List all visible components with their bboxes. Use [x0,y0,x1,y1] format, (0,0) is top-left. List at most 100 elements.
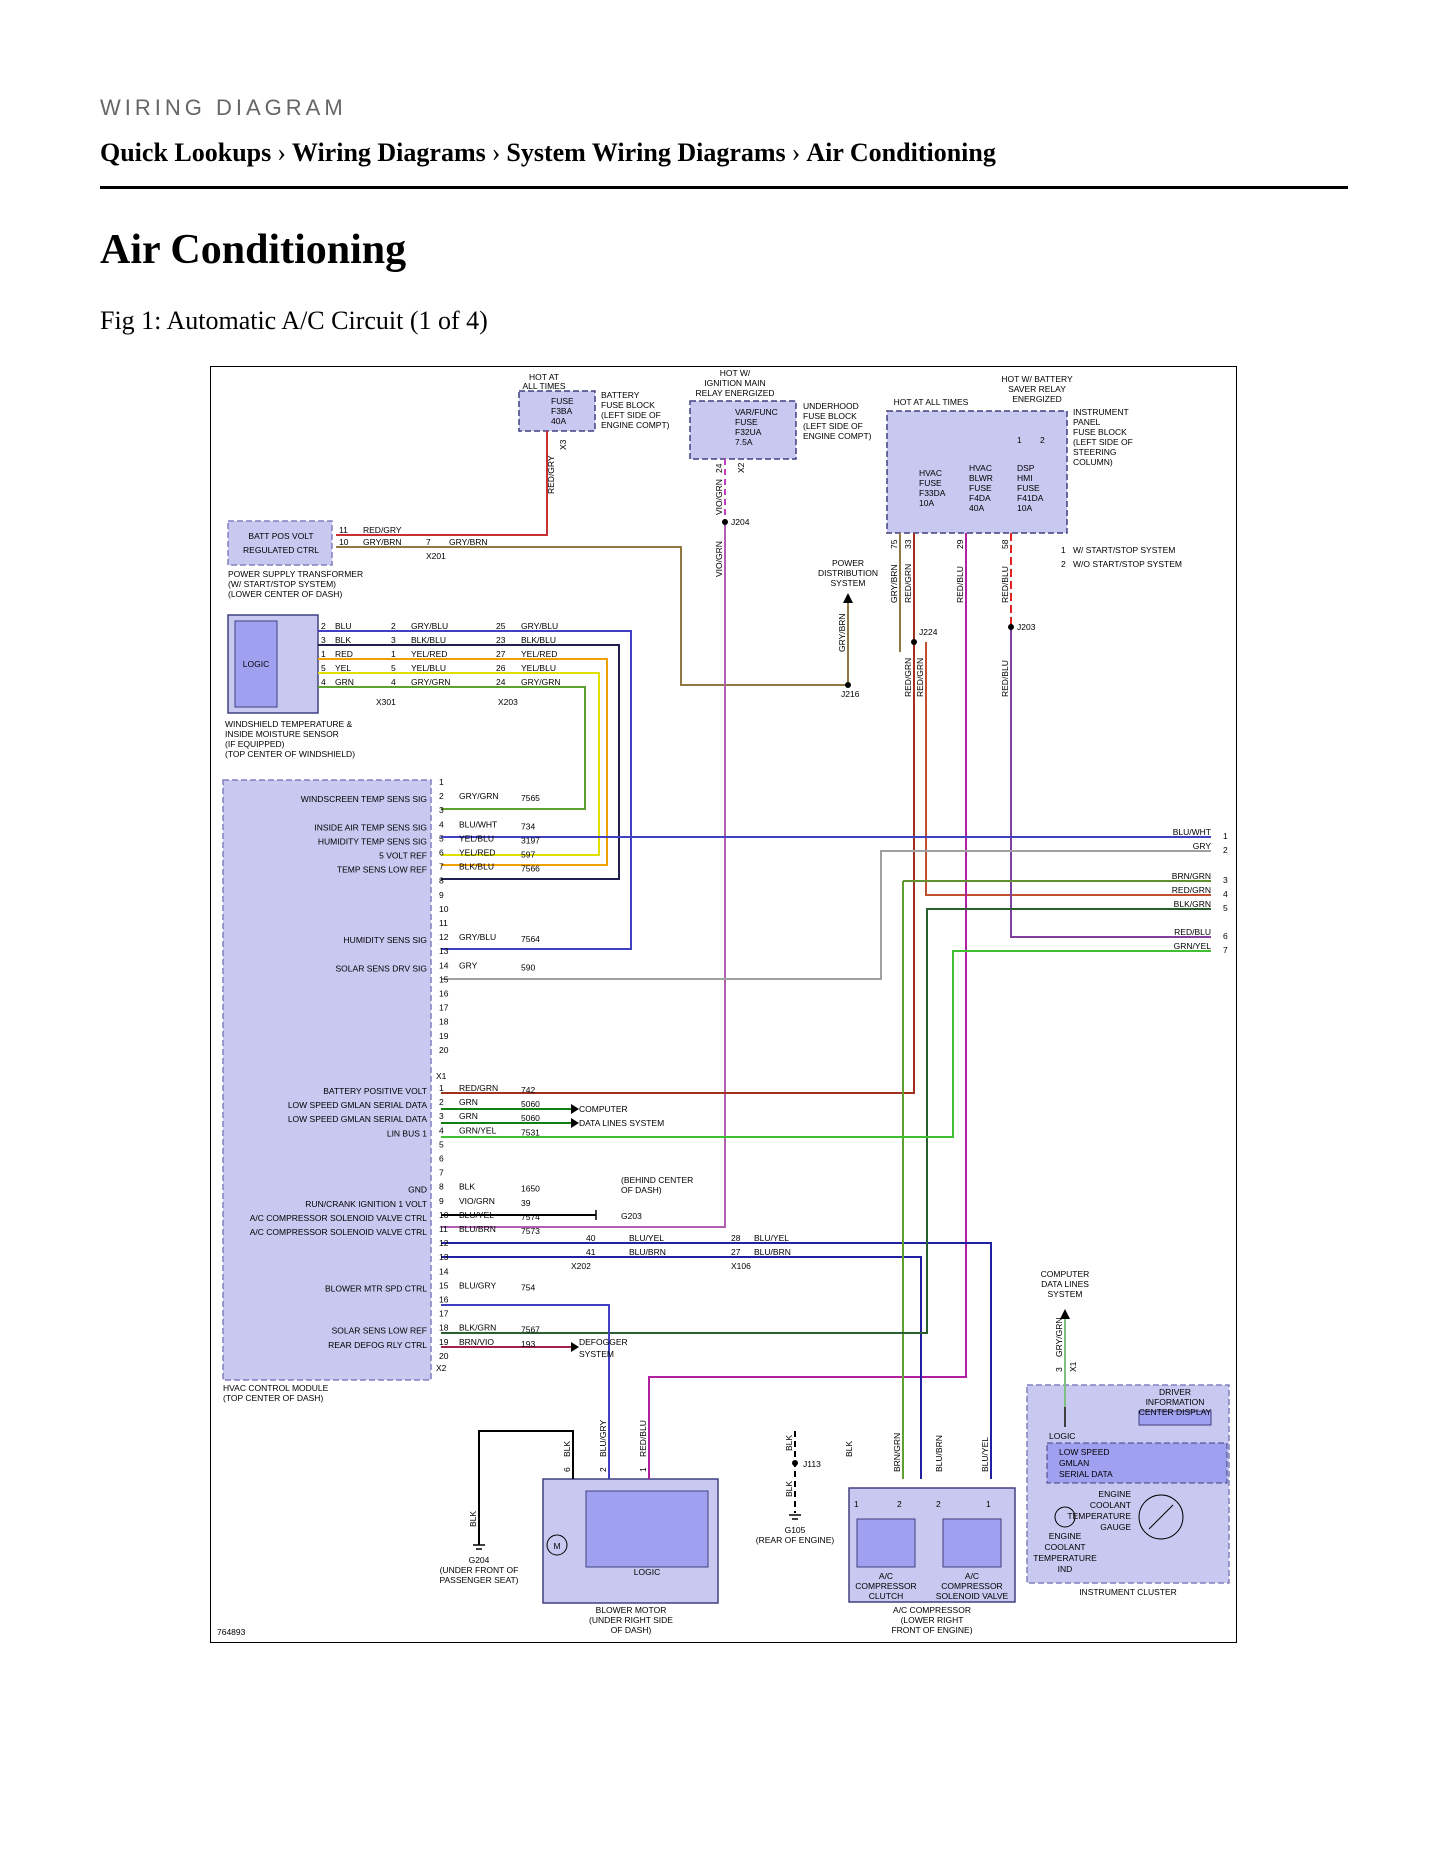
breadcrumb-quick-lookups[interactable]: Quick Lookups [100,138,272,167]
x106-wire-blu-brn: BLU/BRN [754,1247,791,1257]
hvac-x1-circuit: 590 [521,962,535,972]
wire-blu-gry-754 [441,1304,610,1479]
g203-note-1: (BEHIND CENTER [621,1175,693,1185]
blower-logic-box [585,1490,709,1568]
hvac-x1-pin: 17 [439,1003,449,1013]
ws-pin: 5 [321,663,326,673]
right-edge-wire: BLK/GRN [1174,899,1211,909]
hvac-x1-pin: 15 [439,974,449,984]
ic-wire: GRY/GRN [1054,1317,1064,1357]
ic-dic-1: DRIVER [1159,1387,1191,1397]
hvac-x1-pin: 8 [439,876,444,886]
battery-fuse-label-4: ENGINE COMPT) [601,420,670,430]
ground-symbols [473,1210,801,1550]
breadcrumb-system-wiring-diagrams[interactable]: System Wiring Diagrams [506,138,786,167]
ip-pin-75: 75 [889,539,899,549]
hvac-x1-pin-name: HUMIDITY SENS SIG [344,935,427,945]
ws-pin: 27 [496,649,506,659]
transformer-wire-gry-brn: GRY/BRN [363,537,402,547]
ip-wire-red-blu-2: RED/BLU [1000,566,1010,603]
hvac-x2-pin: 17 [439,1309,449,1319]
ic-connector: X1 [1068,1361,1078,1372]
right-edge-wire: BRN/GRN [1172,871,1211,881]
ip-label-1: INSTRUMENT [1073,407,1129,417]
coolant-gauge-icon [1138,1494,1184,1540]
ip-wire-red-grn: RED/GRN [903,564,913,603]
figure-id: 764893 [217,1627,246,1637]
hvac-x1-pin: 16 [439,989,449,999]
connector-x2: X2 [436,1363,447,1373]
wire-blu-yel [441,1242,992,1479]
battery-fuse-block-box [518,390,596,432]
ws-pin: 2 [321,621,326,631]
ac-clutch-2: COMPRESSOR [855,1581,916,1591]
hvac-x2-pin-name: LIN BUS 1 [387,1128,427,1138]
ac-clutch-3: CLUTCH [869,1591,903,1601]
wire-yel-blu [318,672,600,856]
hvac-x2-pin: 2 [439,1097,444,1107]
blower-motor-symbol: M [553,1541,560,1551]
hvac-x1-pin: 5 [439,833,444,843]
ic-label: INSTRUMENT CLUSTER [1079,1587,1177,1597]
ip-fuse2-2: BLWR [969,473,993,483]
defogger-2: SYSTEM [579,1349,614,1359]
hvac-x2-pin-name: REAR DEFOG RLY CTRL [328,1340,427,1350]
g105-name: G105 [785,1525,806,1535]
underhood-fuse-4: 7.5A [735,437,753,447]
hvac-x2-pin: 16 [439,1295,449,1305]
figure-caption: Fig 1: Automatic A/C Circuit (1 of 4) [100,306,488,335]
ic-cdl-1: COMPUTER [1041,1269,1090,1279]
ws-wire: YEL/RED [521,649,557,659]
ip-fuse2-3: FUSE [969,483,992,493]
ac-solenoid-box [942,1518,1002,1568]
right-edge-wire: BLU/WHT [1173,827,1211,837]
g204-note-2: PASSENGER SEAT) [439,1575,518,1585]
breadcrumb-air-conditioning[interactable]: Air Conditioning [806,138,996,167]
wire-gry-blu [318,630,632,950]
wiring-diagram-svg: HOT AT ALL TIMES FUSE F3BA 40A BATTERY F… [217,368,1230,1637]
right-edge-num: 7 [1223,945,1228,955]
ws-label-4: (TOP CENTER OF WINDSHIELD) [225,749,355,759]
underhood-label-4: ENGINE COMPT) [803,431,872,441]
ws-pin: 25 [496,621,506,631]
battery-fuse-heading-2: ALL TIMES [523,381,566,391]
ac-pin-2a: 2 [897,1499,902,1509]
hvac-x2-pin: 9 [439,1196,444,1206]
ip-fuse3-5: 10A [1017,503,1032,513]
hvac-x2-pin: 10 [439,1210,449,1220]
ic-dic-3: CENTER DISPLAY [1139,1407,1212,1417]
ac-pin-2b: 2 [936,1499,941,1509]
ac-wire-blu-brn: BLU/BRN [934,1435,944,1472]
coolant-indicator-icon [1054,1506,1076,1528]
hvac-x1-pin: 20 [439,1045,449,1055]
ic-cdl-2: DATA LINES [1041,1279,1089,1289]
ip-pin-33: 33 [903,539,913,549]
hvac-x2-pin-name: LOW SPEED GMLAN SERIAL DATA [288,1100,428,1110]
ic-gauge-2: COOLANT [1090,1500,1131,1510]
ac-label-1: A/C COMPRESSOR [893,1605,971,1615]
right-edge-num: 3 [1223,875,1228,885]
right-edge-wire: GRN/YEL [1174,941,1212,951]
motor-icon [546,1534,568,1556]
underhood-wire: VIO/GRN [714,479,724,515]
hvac-x2-circuit: 39 [521,1198,531,1208]
ip-fuse2-4: F4DA [969,493,991,503]
splice-dots [722,519,1014,1466]
splice-j224: J224 [919,627,938,637]
transformer-pin-7: 7 [426,537,431,547]
hvac-x1-wire: BLK/BLU [459,862,494,872]
breadcrumb-wiring-diagrams[interactable]: Wiring Diagrams [291,138,486,167]
hvac-x2-pin-name: A/C COMPRESSOR SOLENOID VALVE CTRL [250,1213,428,1223]
g203-name: G203 [621,1211,642,1221]
arrows [571,593,1070,1352]
j216-wire: GRY/BRN [837,613,847,652]
ws-wire: YEL/BLU [521,663,556,673]
connector-x203: X203 [498,697,518,707]
ip-marker-2: 2 [1040,435,1045,445]
ip-heading-right-2: SAVER RELAY [1008,384,1066,394]
ws-wire: BLK [335,635,351,645]
ws-pin: 4 [321,677,326,687]
hvac-x2-wire: VIO/GRN [459,1196,495,1206]
ip-wire-gry-brn: GRY/BRN [889,564,899,603]
defogger-1: DEFOGGER [579,1337,628,1347]
